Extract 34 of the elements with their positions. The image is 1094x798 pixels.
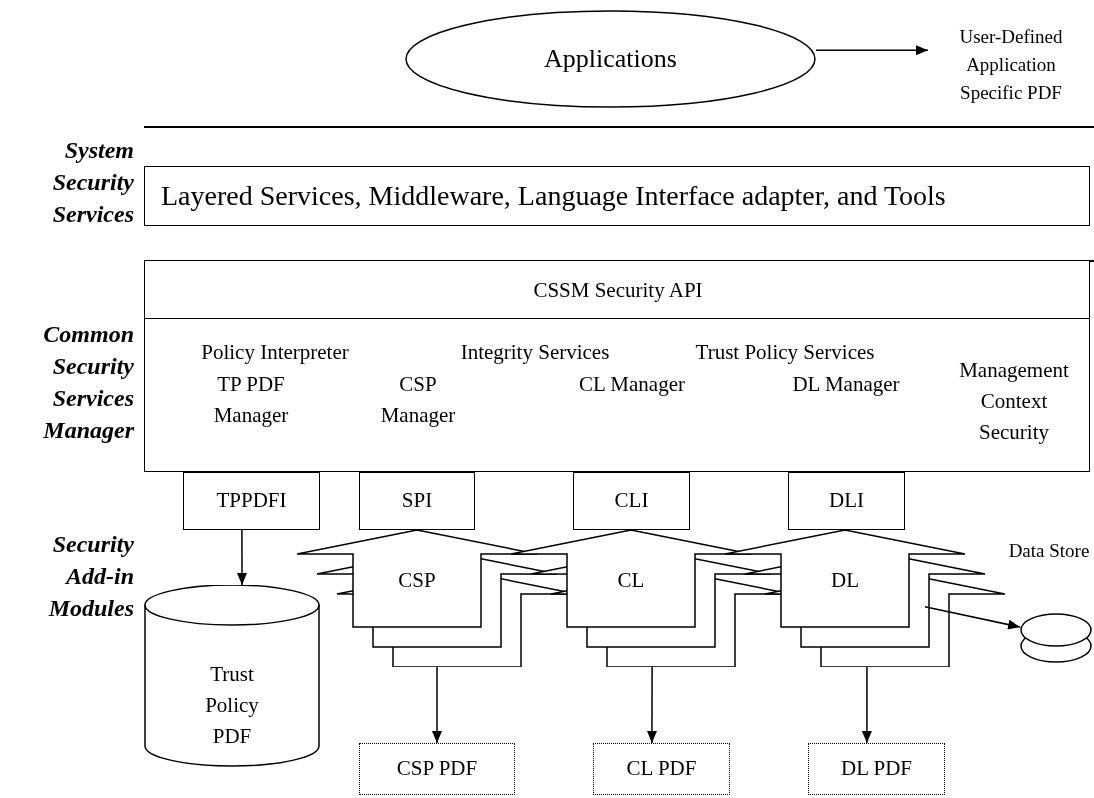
component-label: Trust Policy Services bbox=[694, 339, 876, 366]
layer-label: System Security Services bbox=[51, 136, 135, 229]
arrow bbox=[237, 529, 247, 586]
node-label: User-Defined Application Specific PDF bbox=[958, 25, 1064, 105]
process-box: SPI bbox=[359, 472, 475, 530]
arrow bbox=[646, 666, 657, 744]
component-label: DL Manager bbox=[791, 371, 901, 398]
component-label: TP PDF Manager bbox=[212, 371, 290, 429]
manager-box bbox=[144, 260, 1090, 472]
node-label: CL bbox=[616, 567, 646, 594]
node-label: DL bbox=[830, 567, 860, 594]
node-label: CSP bbox=[397, 567, 437, 594]
component-label: CL Manager bbox=[578, 371, 686, 398]
node-label: Applications bbox=[544, 46, 677, 72]
layer-label: Security Add-in Modules bbox=[47, 530, 135, 623]
dotted-box: CSP PDF bbox=[359, 743, 515, 795]
component-label: CSSM Security API bbox=[532, 277, 704, 304]
arrow bbox=[861, 666, 872, 744]
arrow bbox=[924, 605, 1021, 630]
dotted-box: DL PDF bbox=[808, 743, 945, 795]
process-box: Layered Services, Middleware, Language Interface adapter, and Tools bbox=[144, 166, 1090, 226]
dotted-box: CL PDF bbox=[593, 743, 730, 795]
component-label: Management Context Security bbox=[958, 357, 1070, 446]
arrow bbox=[432, 666, 442, 744]
node-label: Trust Policy PDF bbox=[204, 661, 260, 750]
layer-label: Common Security Services Manager bbox=[42, 320, 136, 445]
process-box: TPPDFI bbox=[183, 472, 320, 530]
component-label: Integrity Services bbox=[459, 339, 611, 366]
arrow bbox=[815, 45, 929, 56]
process-box: CLI bbox=[573, 472, 690, 530]
process-box: DLI bbox=[788, 472, 905, 530]
component-label: Policy Interpreter bbox=[200, 339, 350, 366]
component-label: CSP Manager bbox=[379, 371, 457, 429]
node-label: Data Store bbox=[1007, 539, 1091, 563]
